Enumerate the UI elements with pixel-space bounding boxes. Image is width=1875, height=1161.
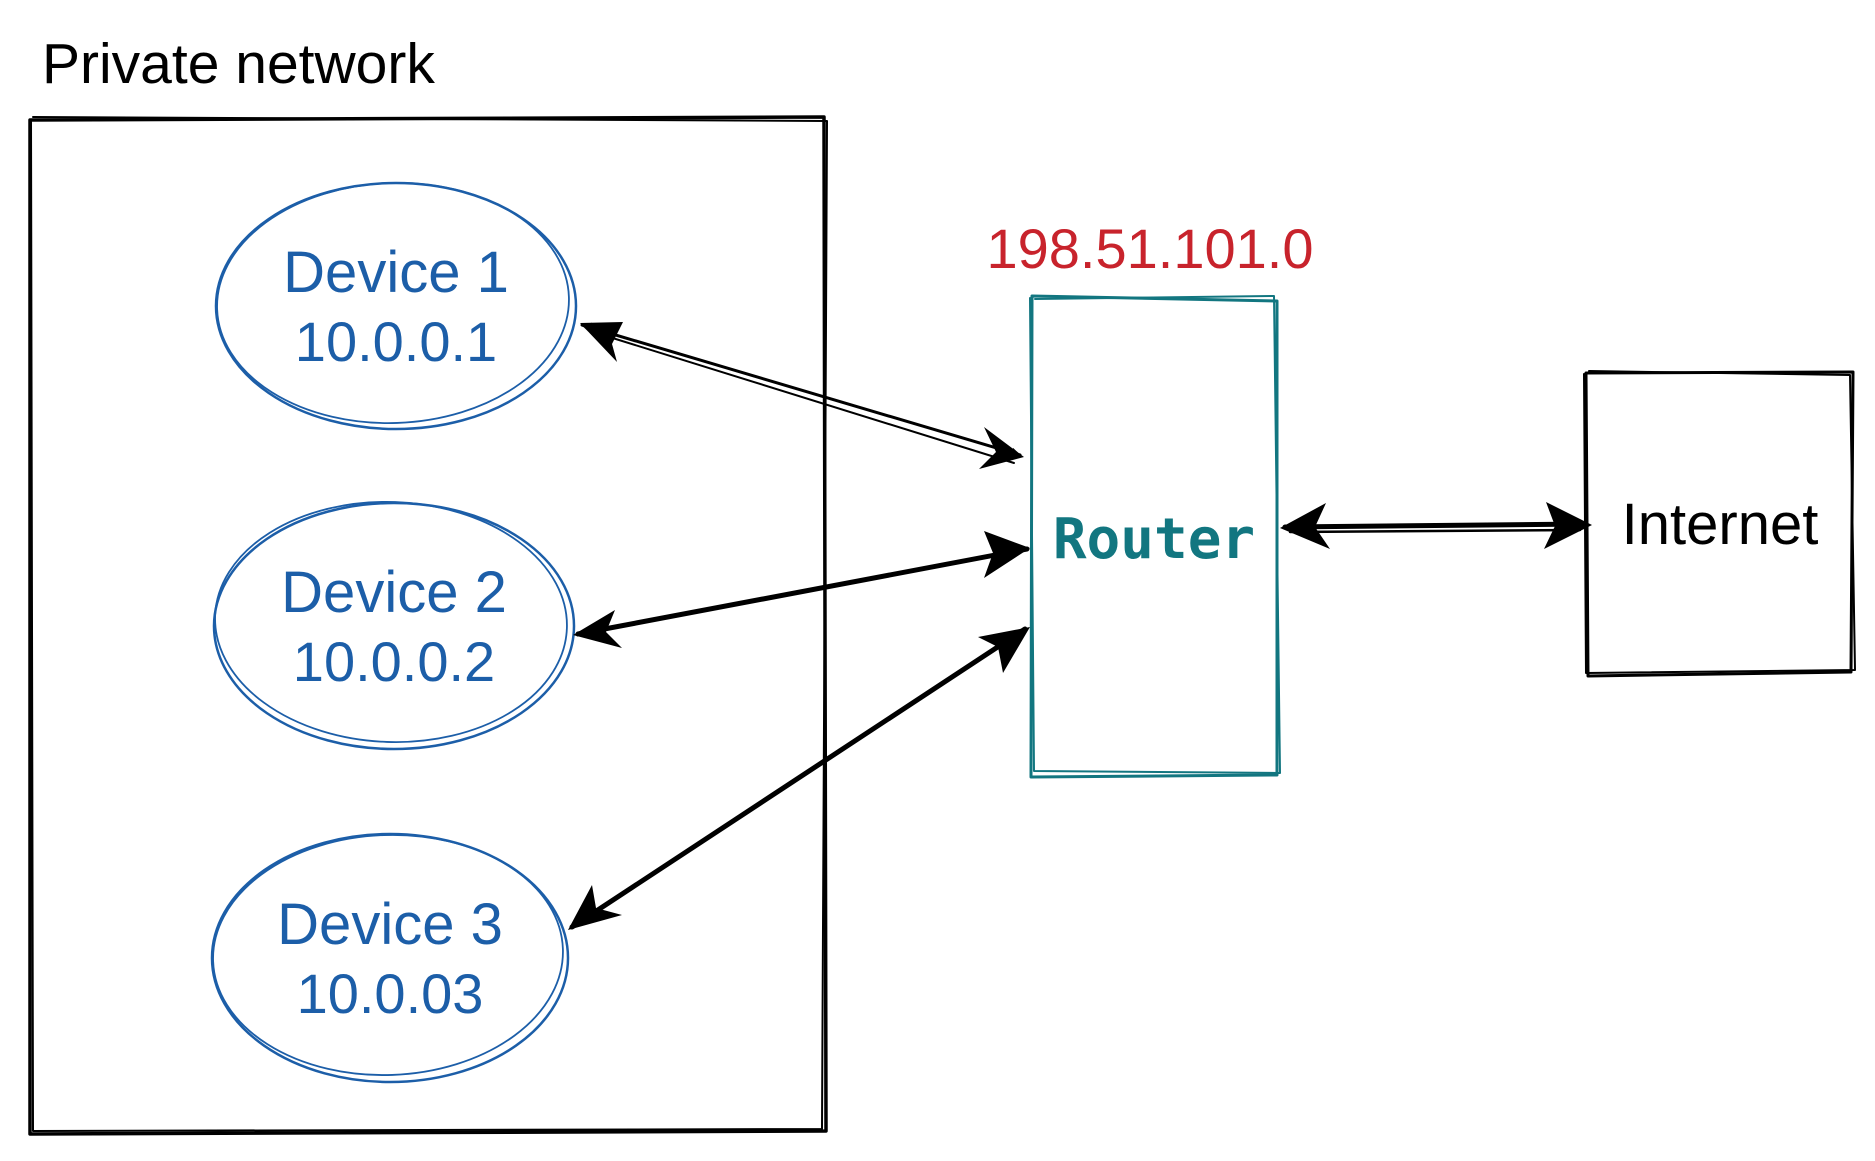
router-public-ip: 198.51.101.0: [987, 217, 1314, 280]
private-network-box: [28, 115, 828, 1136]
device-2-node[interactable]: [211, 496, 576, 751]
connector-device-2-router: [573, 531, 1030, 648]
arrowhead-device-2: [573, 610, 622, 648]
internet-box[interactable]: [1583, 370, 1856, 678]
device-3-ip: 10.0.03: [297, 962, 484, 1025]
device-1-name: Device 1: [283, 240, 509, 305]
device-1-node[interactable]: [213, 177, 578, 431]
device-1-ip: 10.0.0.1: [295, 310, 497, 373]
arrowhead-internet: [1544, 502, 1592, 549]
router-label: Router: [1053, 507, 1255, 572]
connector-device-1-router: [580, 322, 1024, 469]
arrowhead-router-from-device-1: [979, 427, 1024, 469]
arrowhead-device-1: [580, 322, 623, 362]
arrowhead-router-from-internet: [1280, 503, 1330, 549]
connector-device-3-router: [568, 626, 1030, 930]
device-2-ip: 10.0.0.2: [293, 630, 495, 693]
router-box[interactable]: [1029, 294, 1281, 779]
connector-router-internet: [1280, 502, 1592, 549]
arrowhead-device-3: [568, 885, 622, 930]
arrowhead-router-from-device-2: [984, 531, 1030, 578]
private-network-title: Private network: [42, 32, 435, 96]
device-2-name: Device 2: [281, 560, 507, 625]
internet-label: Internet: [1622, 492, 1819, 557]
device-3-ellipse: [210, 832, 570, 1084]
arrowhead-router-from-device-3: [978, 627, 1030, 673]
device-3-name: Device 3: [277, 892, 503, 957]
device-2-ellipse: [212, 501, 576, 751]
device-3-node[interactable]: [209, 829, 570, 1084]
